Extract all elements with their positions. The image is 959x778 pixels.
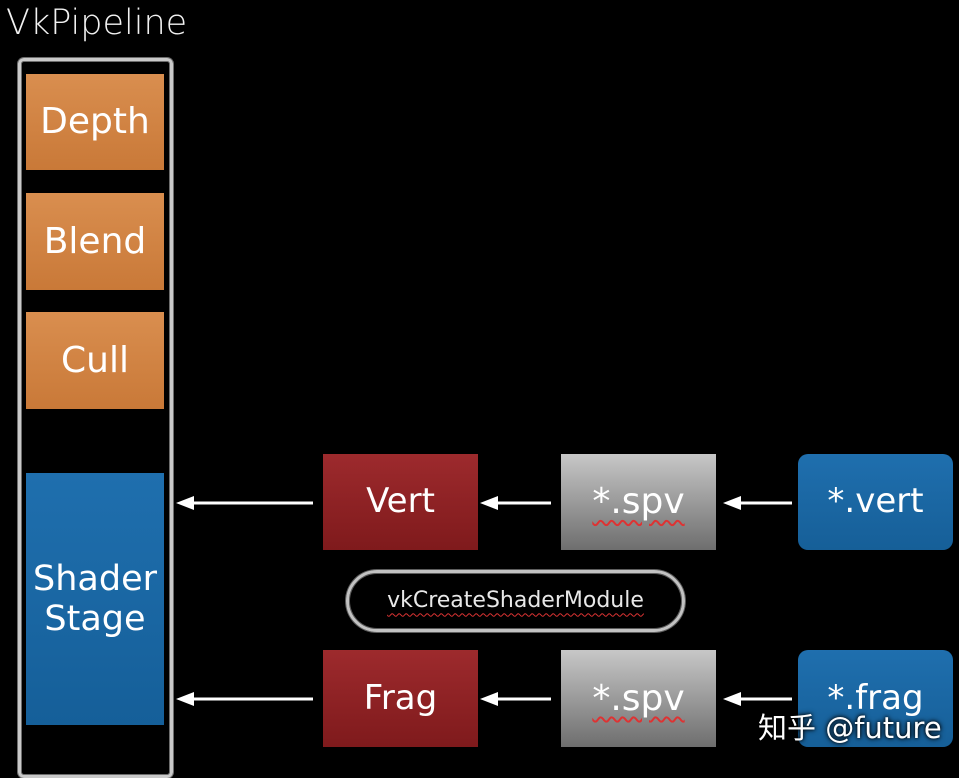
frag-module: Frag <box>323 650 478 747</box>
depth-stage: Depth <box>26 74 164 170</box>
watermark: 知乎 @future <box>758 711 942 745</box>
arrowhead-vert-to-shader-stage <box>176 496 194 510</box>
create-shader-module-text: vkCreateShaderModule <box>387 588 644 614</box>
spv-bottom: *.spv <box>561 650 716 747</box>
create-shader-module-label: vkCreateShaderModule <box>346 570 685 632</box>
arrowhead-vert-src-to-spv <box>723 496 741 510</box>
spv-bottom-label: *.spv <box>592 677 685 719</box>
shader-stage-label-line1: Shader <box>33 558 157 599</box>
shader-stage: Shader Stage <box>26 473 164 725</box>
cull-stage: Cull <box>26 312 164 409</box>
frag-source: *.frag <box>798 650 953 747</box>
arrowhead-spv-to-vert <box>480 496 498 510</box>
diagram-title: VkPipeline <box>6 3 188 43</box>
arrowhead-frag-src-to-spv <box>723 692 741 706</box>
shader-stage-label-line2: Stage <box>44 599 146 639</box>
spv-top: *.spv <box>561 454 716 550</box>
vert-source: *.vert <box>798 454 953 550</box>
spv-top-label: *.spv <box>592 481 685 523</box>
vert-module: Vert <box>323 454 478 550</box>
arrowhead-frag-to-shader-stage <box>176 692 194 706</box>
blend-stage: Blend <box>26 193 164 290</box>
arrowhead-spv-to-frag <box>480 692 498 706</box>
